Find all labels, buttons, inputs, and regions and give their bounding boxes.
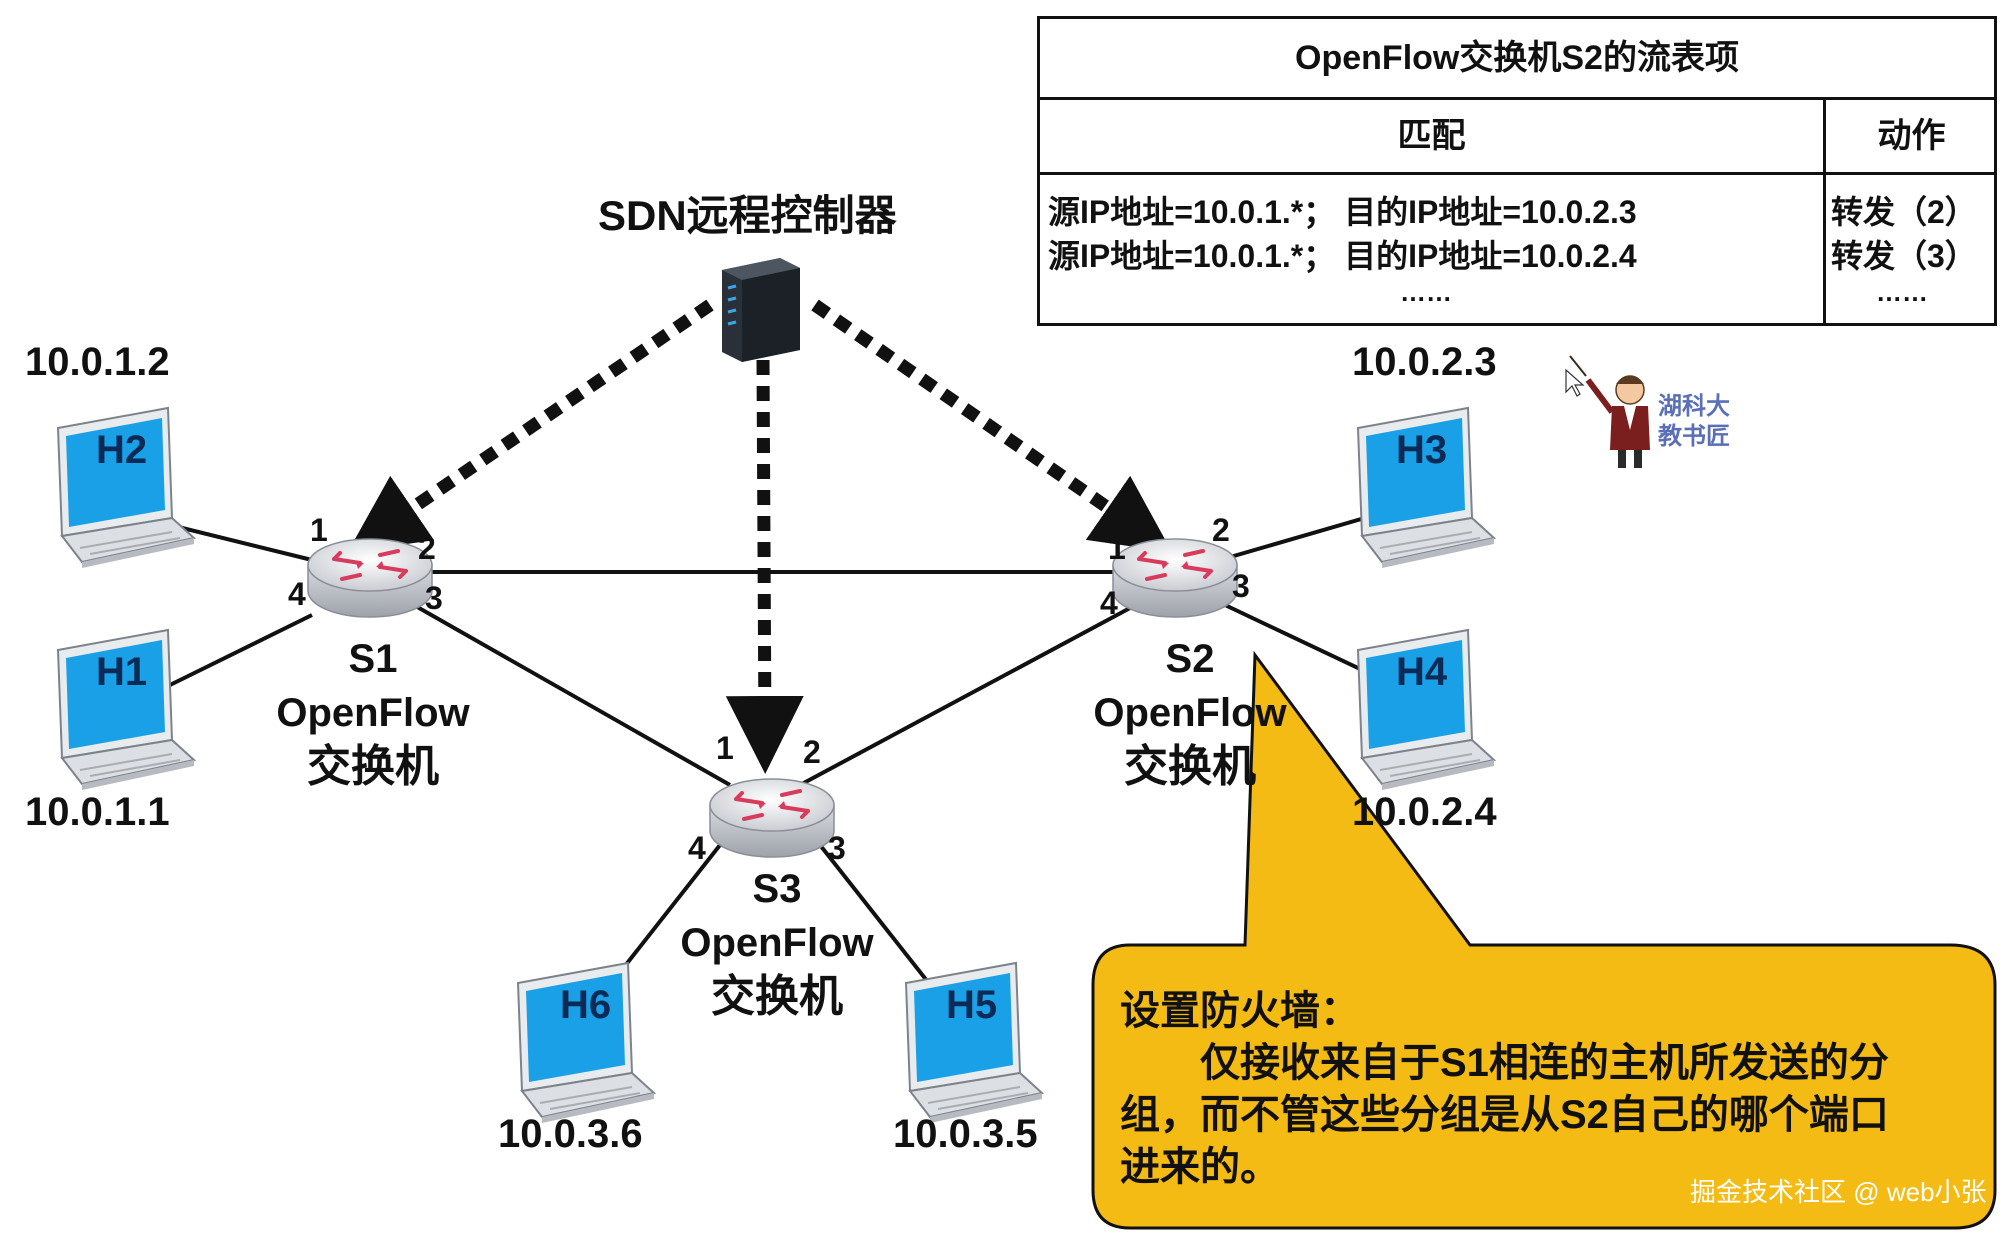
s2-port-3: 3 <box>1232 568 1250 604</box>
server-icon <box>722 258 800 362</box>
teacher-label: 湖科大 教书匠 <box>1658 392 1730 452</box>
switch-s2-line2: 交换机 <box>1124 742 1256 791</box>
host-h5-name: H5 <box>946 983 998 1027</box>
switch-s3-icon <box>708 777 836 859</box>
switch-s1-line2: 交换机 <box>307 742 439 791</box>
control-channels <box>347 299 1173 774</box>
controller-title: SDN远程控制器 <box>598 192 897 239</box>
flow-table-title: OpenFlow交换机S2的流表项 <box>1040 19 1994 100</box>
s2-port-1: 1 <box>1108 530 1126 566</box>
host-h5-ip: 10.0.3.5 <box>893 1112 1038 1156</box>
s1-port-1: 1 <box>310 512 328 548</box>
callout-line-1: 设置防火墙： <box>1120 989 1360 1033</box>
flow-row-3-action: …… <box>1876 277 1928 307</box>
s3-port-2: 2 <box>803 734 821 770</box>
switch-s3-id: S3 <box>752 867 802 911</box>
flow-row-1-match: 源IP地址=10.0.1.*； 目的IP地址=10.0.2.3 <box>1048 194 1637 230</box>
s1-port-3: 3 <box>425 580 443 616</box>
control-link-s3 <box>725 359 804 774</box>
host-h4-ip: 10.0.2.4 <box>1352 790 1497 834</box>
callout-line-3: 组，而不管这些分组是从S2自己的哪个端口 <box>1120 1093 1889 1137</box>
host-h6-ip: 10.0.3.6 <box>498 1112 643 1156</box>
flow-table-header-action: 动作 <box>1826 97 1997 175</box>
host-h2-ip: 10.0.1.2 <box>25 340 170 384</box>
switch-s2-label: S2 OpenFlow 交换机 <box>1085 632 1295 794</box>
switch-s2-id: S2 <box>1165 637 1215 681</box>
switch-s2-line1: OpenFlow <box>1093 691 1287 735</box>
host-h3-ip: 10.0.2.3 <box>1352 340 1497 384</box>
s1-port-4: 4 <box>288 576 306 612</box>
control-link-s2 <box>811 299 1173 553</box>
link-s1-s3 <box>404 598 731 787</box>
switch-s3-line2: 交换机 <box>711 972 843 1021</box>
flow-row-2-action: 转发（3） <box>1831 238 1977 274</box>
s2-port-2: 2 <box>1212 512 1230 548</box>
host-h4-name: H4 <box>1396 650 1448 694</box>
teacher-icon <box>1569 355 1650 468</box>
switch-s1-label: S1 OpenFlow 交换机 <box>268 632 478 794</box>
flow-row-1-action: 转发（2） <box>1831 194 1977 230</box>
switch-s3-label: S3 OpenFlow 交换机 <box>672 862 882 1024</box>
host-h6-name: H6 <box>560 983 612 1027</box>
link-s2-s3 <box>799 598 1146 787</box>
callout-text: 设置防火墙： 仅接收来自于S1相连的主机所发送的分 组，而不管这些分组是从S2自… <box>1120 985 1980 1193</box>
switch-s1-line1: OpenFlow <box>276 691 470 735</box>
s2-port-4: 4 <box>1100 585 1118 621</box>
host-h3-name: H3 <box>1396 428 1448 472</box>
flow-table: OpenFlow交换机S2的流表项 匹配 动作 源IP地址=10.0.1.*； … <box>1037 16 1997 326</box>
callout-line-4: 进来的。 <box>1120 1145 1280 1189</box>
callout-bubble <box>1091 650 1997 1230</box>
host-h1-ip: 10.0.1.1 <box>25 790 170 834</box>
link-h6-s3 <box>608 843 722 987</box>
control-link-s1 <box>347 299 714 552</box>
host-h2-name: H2 <box>96 428 148 472</box>
link-h1-s1 <box>169 613 313 687</box>
link-h3-s2 <box>1219 513 1376 562</box>
flow-table-column-divider <box>1823 175 1826 325</box>
watermark: 掘金技术社区 @ web小张 <box>1690 1177 1987 1207</box>
switch-s3-line1: OpenFlow <box>680 921 874 965</box>
teacher-label-line2: 教书匠 <box>1658 423 1730 450</box>
cursor-icon <box>1565 368 1585 397</box>
flow-table-header-match: 匹配 <box>1040 97 1826 175</box>
switch-s1-icon <box>306 537 434 619</box>
host-h1-name: H1 <box>96 650 148 694</box>
s3-port-3: 3 <box>828 830 846 866</box>
s1-port-2: 2 <box>418 530 436 566</box>
switch-s1-id: S1 <box>348 637 398 681</box>
flow-row-3-match: …… <box>1400 277 1452 307</box>
flow-row-2-match: 源IP地址=10.0.1.*； 目的IP地址=10.0.2.4 <box>1048 238 1637 274</box>
callout-line-2: 仅接收来自于S1相连的主机所发送的分 <box>1200 1041 1889 1085</box>
switch-s2-icon <box>1111 537 1239 619</box>
s3-port-4: 4 <box>688 830 706 866</box>
teacher-label-line1: 湖科大 <box>1658 393 1730 420</box>
s3-port-1: 1 <box>716 730 734 766</box>
